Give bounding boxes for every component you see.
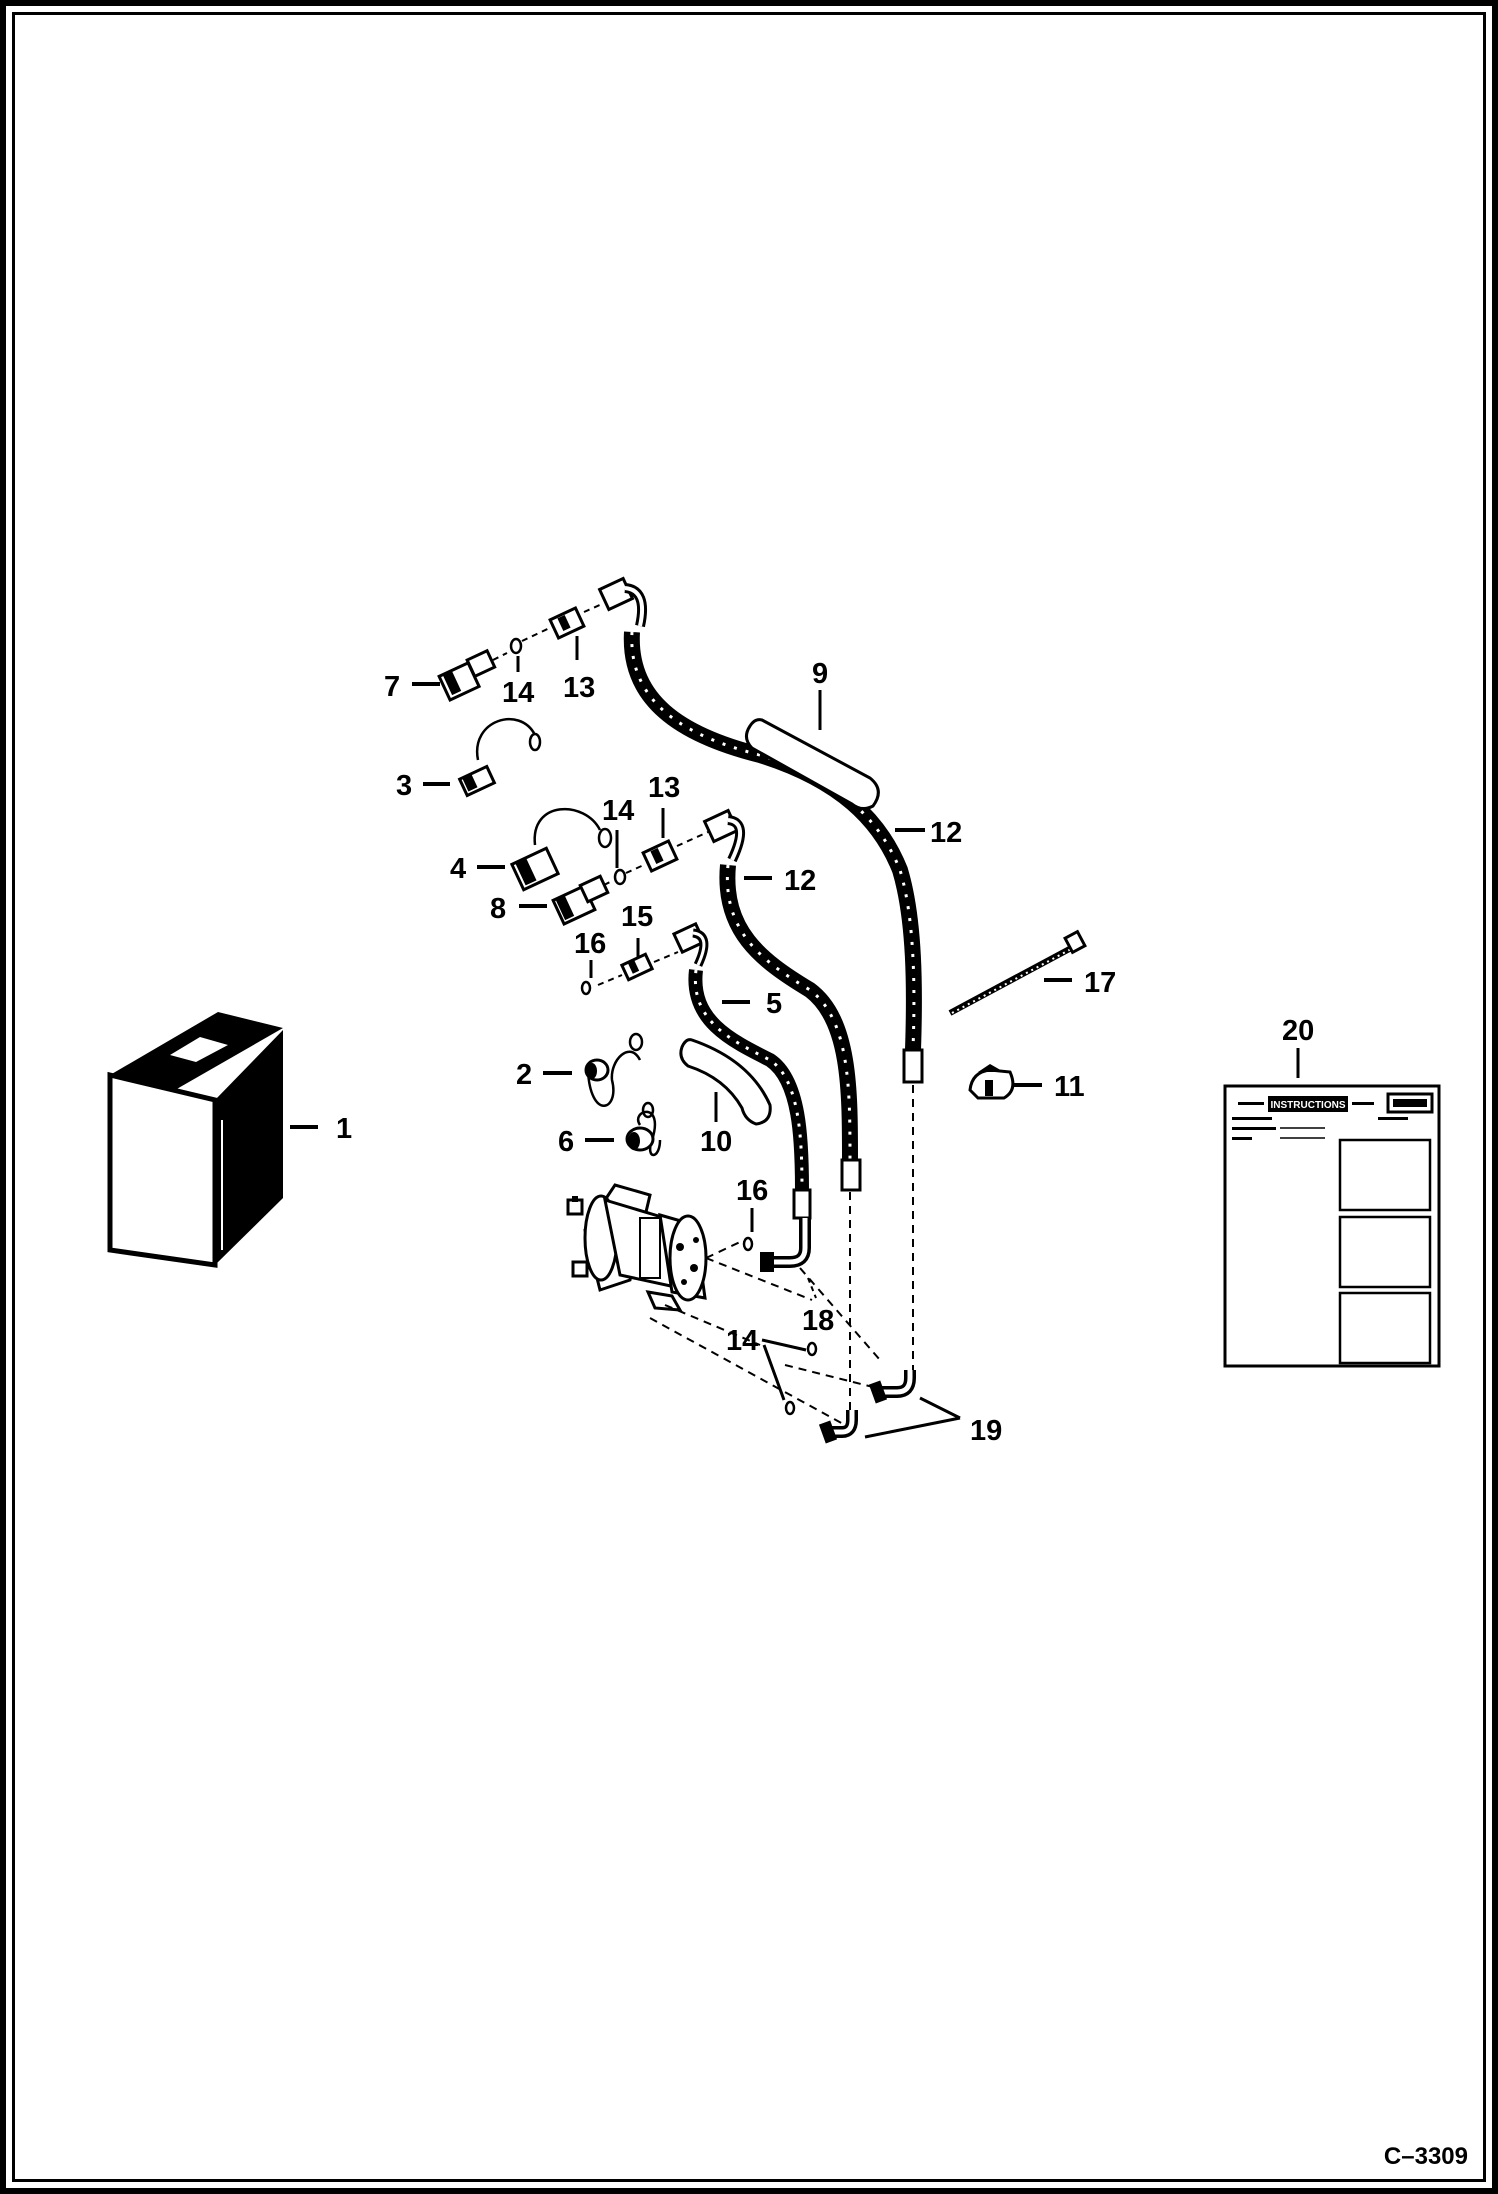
callout-9: 9	[812, 658, 828, 690]
callout-5: 5	[766, 988, 782, 1020]
callout-12-a: 12	[930, 817, 962, 849]
callout-18: 18	[802, 1305, 834, 1337]
callout-8: 8	[490, 893, 506, 925]
part-15-fitting	[619, 952, 655, 982]
leader-14c-a	[761, 1338, 807, 1352]
part-12-hose-medium	[702, 808, 862, 1192]
part-14-oring-a	[509, 637, 523, 655]
callout-3: 3	[396, 770, 412, 802]
part-8-coupler	[551, 874, 610, 926]
part-20-instruction-sheet: INSTRUCTIONS	[1223, 1084, 1441, 1368]
part-18-elbow	[760, 1218, 811, 1272]
part-2-cap	[584, 1032, 644, 1107]
part-17-cable-tie	[948, 929, 1087, 1016]
part-9-sleeve	[745, 718, 880, 811]
part-18-motor	[566, 1183, 708, 1312]
leader-18	[807, 1277, 817, 1299]
instruction-sheet-heading: INSTRUCTIONS	[1271, 1100, 1346, 1111]
leader-19-a	[864, 1416, 961, 1439]
part-13-fitting-b	[641, 839, 679, 873]
part-19-elbow-a	[868, 1370, 916, 1404]
part-14-oring-d	[784, 1400, 796, 1416]
callout-16-a: 16	[574, 928, 606, 960]
figure-reference: C–3309	[1384, 2143, 1468, 2170]
part-13-fitting-a	[548, 606, 586, 640]
part-11-clamp	[968, 1064, 1015, 1100]
callout-16-b: 16	[736, 1175, 768, 1207]
callout-13-b: 13	[648, 772, 680, 804]
diagram-inner-border	[12, 12, 1486, 2182]
callout-14-c: 14	[726, 1325, 758, 1357]
callout-1: 1	[336, 1113, 352, 1145]
part-10-sleeve	[679, 1038, 772, 1126]
callout-19: 19	[970, 1415, 1002, 1447]
callout-7: 7	[384, 671, 400, 703]
part-1-box	[107, 1012, 283, 1268]
callout-15: 15	[621, 901, 653, 933]
part-4-coupler	[509, 807, 613, 892]
part-14-oring-c	[806, 1341, 818, 1357]
callout-14-a: 14	[502, 677, 534, 709]
callout-6: 6	[558, 1126, 574, 1158]
callout-2: 2	[516, 1059, 532, 1091]
part-5-hose	[671, 921, 812, 1220]
part-3-cap	[457, 718, 542, 798]
connection-lines	[649, 1085, 914, 1426]
callout-14-b: 14	[602, 795, 634, 827]
callout-13-a: 13	[563, 672, 595, 704]
part-14-oring-b	[613, 868, 627, 886]
part-16-oring-a	[580, 980, 592, 996]
part-7-coupler	[437, 648, 497, 702]
callout-17: 17	[1084, 967, 1116, 999]
callout-4: 4	[450, 853, 466, 885]
part-16-oring-b	[742, 1236, 754, 1252]
part-12-hose-long	[597, 576, 924, 1084]
leader-19-b	[919, 1396, 961, 1420]
leader-14c-b	[762, 1344, 786, 1401]
callout-20: 20	[1282, 1015, 1314, 1047]
part-19-elbow-b	[818, 1410, 858, 1444]
callout-11: 11	[1054, 1071, 1085, 1103]
callout-10: 10	[700, 1126, 732, 1158]
part-6-cap	[625, 1101, 662, 1157]
callout-12-b: 12	[784, 865, 816, 897]
